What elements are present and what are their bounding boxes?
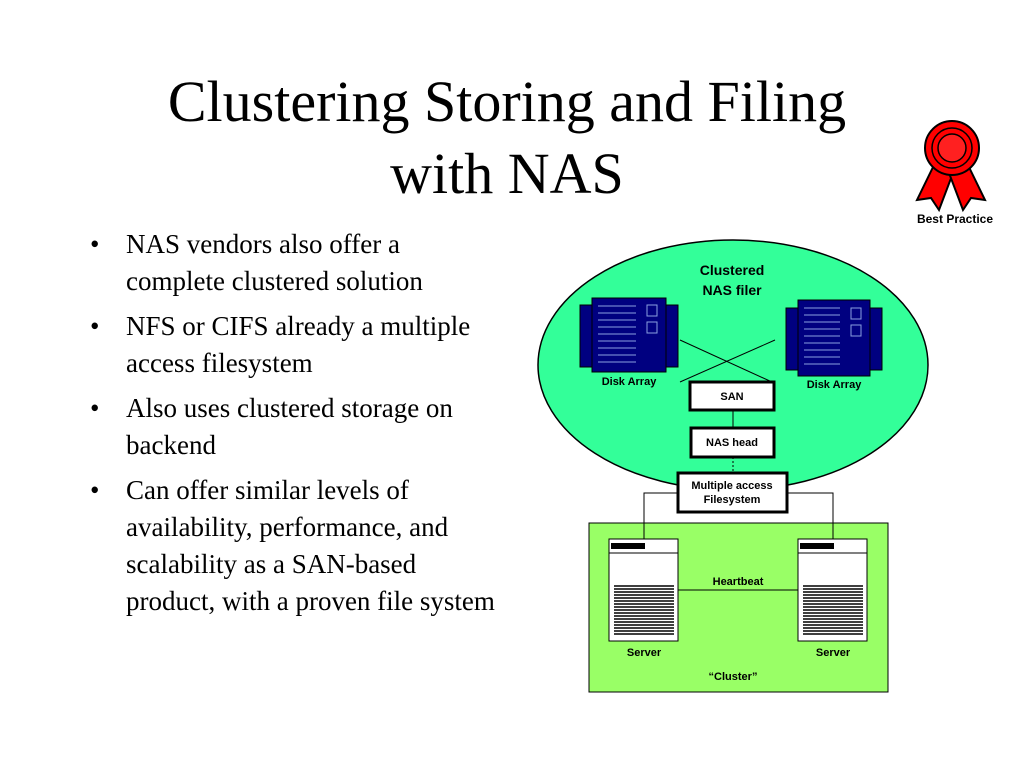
bullet-item: • Also uses clustered storage on backend [90,390,500,464]
best-practice-label: Best Practice [916,212,994,226]
server-left-icon [608,538,679,642]
rosette [924,120,980,176]
bullet-item: • Can offer similar levels of availabilit… [90,472,500,620]
bullet-item: • NFS or CIFS already a multiple access f… [90,308,500,382]
bullet-list: • NAS vendors also offer a complete clust… [90,226,500,628]
bullet-marker: • [90,311,100,341]
disk-array-left-label: Disk Array [602,376,658,388]
bullet-marker: • [90,475,100,505]
mafs-label-line-2: Filesystem [704,494,761,506]
slide-title: Clustering Storing and Filing with NAS [0,66,1014,210]
bullet-text: NFS or CIFS already a multiple access fi… [126,311,471,378]
bullet-marker: • [90,393,100,423]
bullet-item: • NAS vendors also offer a complete clust… [90,226,500,300]
server-right-icon [797,538,868,642]
filer-title-line-1: Clustered [700,262,765,278]
heartbeat-label: Heartbeat [713,576,764,588]
title-line-1: Clustering Storing and Filing [167,69,847,134]
nas-head-box [689,426,776,459]
bullet-text: NAS vendors also offer a complete cluste… [126,229,423,296]
multiple-access-filesystem-box [676,471,789,514]
disk-array-right-label: Disk Array [807,379,863,391]
nas-head-label: NAS head [706,437,758,449]
server-left-label: Server [627,647,662,659]
title-line-2: with NAS [390,141,624,206]
mafs-label-line-1: Multiple access [691,480,772,492]
san-box [688,380,776,412]
disk-array-left-icon [579,297,679,373]
cluster-label: “Cluster” [709,671,758,683]
disk-array-right-icon [785,299,883,377]
bullet-text: Also uses clustered storage on backend [126,393,453,460]
server-right-label: Server [816,647,851,659]
bullet-marker: • [90,229,100,259]
filer-title-line-2: NAS filer [702,282,762,298]
connection-lines [643,339,834,591]
san-label: SAN [720,391,743,403]
ribbon-rosette-icon [915,120,987,213]
bullet-text: Can offer similar levels of availability… [126,475,495,616]
